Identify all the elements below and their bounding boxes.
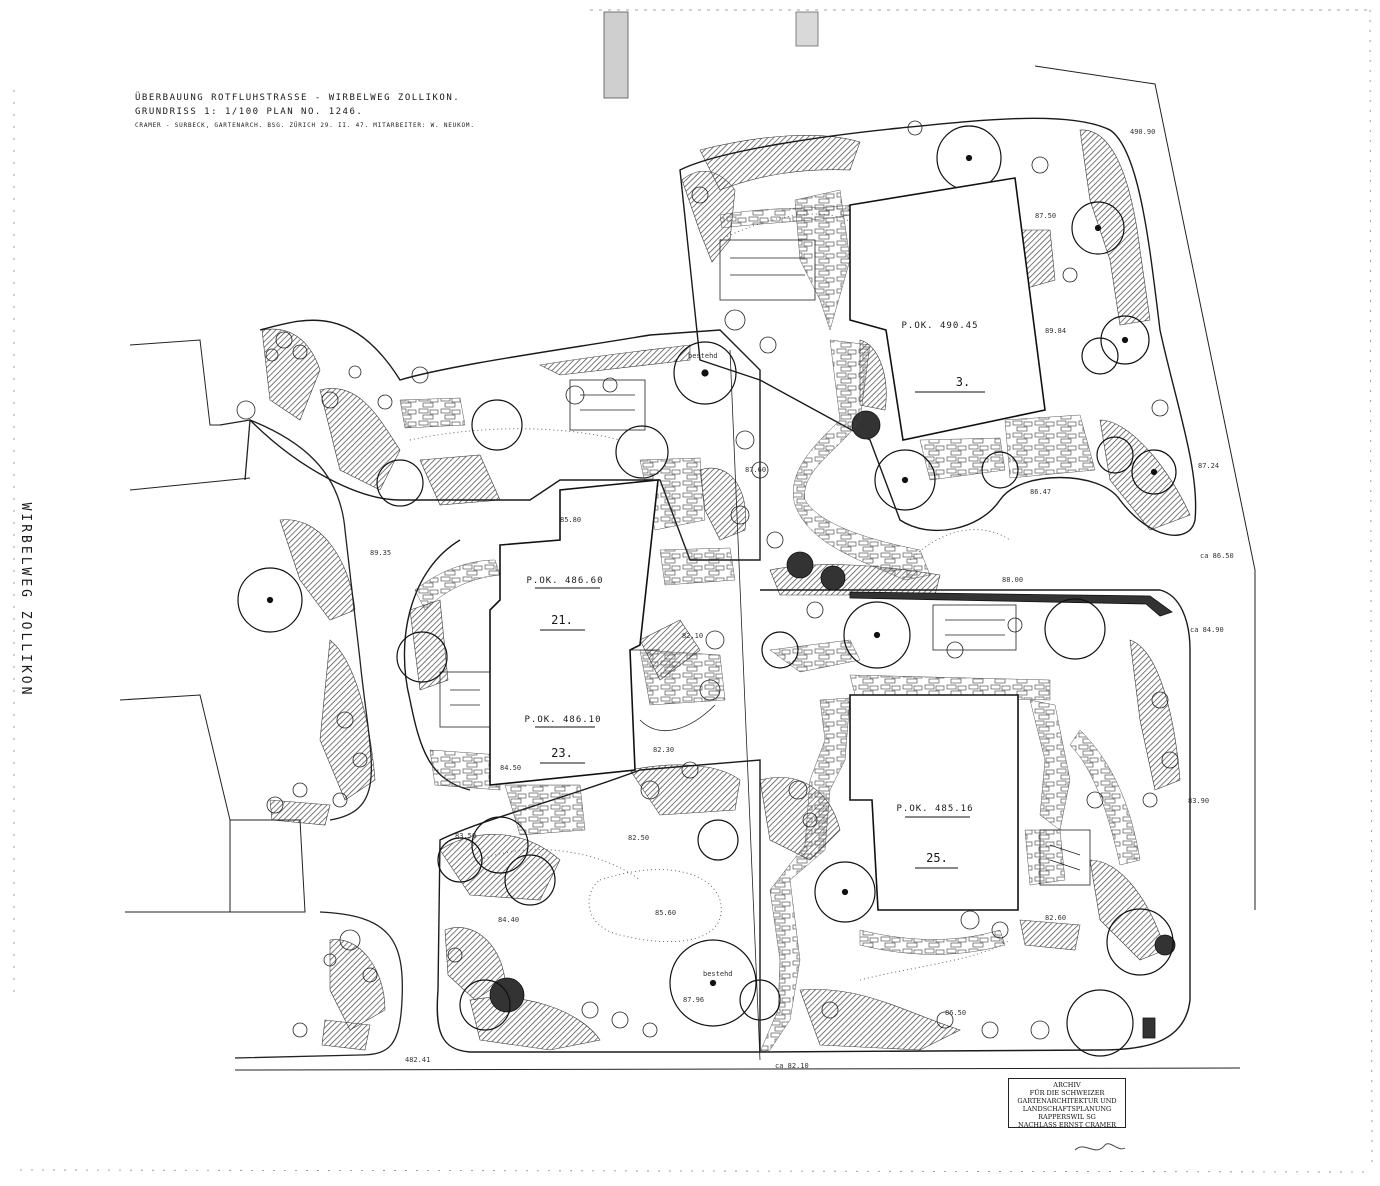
spot-elevation: 87.60 [745,466,766,474]
paper-edges [13,9,1373,1173]
side-label: WIRBELWEG ZOLLIKON [18,503,33,698]
title-line-3: CRAMER - SURBECK, GARTENARCH. BSG. ZÜRIC… [135,122,475,129]
spot-elevation: 83.50 [455,832,476,840]
stamp-line: NACHLASS ERNST CRAMER [1018,1121,1116,1129]
garden-outlines [249,117,1197,1053]
spot-elevation: 82.10 [682,632,703,640]
tree-note-existing-2: bestehd [703,970,733,978]
stamp-line: ARCHIV [1053,1081,1081,1089]
road-outline [219,419,404,1059]
spot-elevations: 490.90 87.50 89.84 87.24 86.47 88.00 89.… [370,128,1219,1017]
right-elevation-2: ca 84.90 [1190,626,1224,634]
spot-elevation: 84.40 [498,916,519,924]
small-trees [236,120,1179,1040]
building-labels: P.OK. 490.45 3. P.OK. 486.60 21. P.OK. 4… [524,321,985,869]
buildings [489,177,1046,911]
tree-note-existing-1: bestehd [688,352,718,360]
signature [1074,1143,1126,1151]
building-25 [849,694,1019,911]
spot-elevation: 85.80 [560,516,581,524]
building-number-25: 25. [926,851,948,865]
spot-elevation: 87.24 [1198,462,1219,470]
pok-label-21: P.OK. 486.60 [526,576,603,586]
spot-elevation: 86.47 [1030,488,1051,496]
corner-elevation: 482.41 [405,1056,430,1064]
spot-elevation: 82.60 [1045,914,1066,922]
stamp-line: LANDSCHAFTSPLANUNG [1022,1105,1112,1113]
stamp-line: FÜR DIE SCHWEIZER [1029,1089,1105,1097]
spot-elevation: 83.90 [1188,797,1209,805]
building-number-3: 3. [956,375,970,389]
building-3 [849,177,1046,441]
stone-paths [399,189,1141,1053]
spot-elevation: 87.50 [1035,212,1056,220]
terraces [439,239,1091,886]
pok-label-3: P.OK. 490.45 [901,321,978,331]
spot-elevation: 85.60 [655,909,676,917]
annotations: bestehd bestehd ca 82.10 482.41 ca 86.50… [405,352,1234,1070]
spot-elevation: 82.30 [653,746,674,754]
road-elevation: ca 82.10 [775,1062,809,1070]
spot-elevation: 89.35 [370,549,391,557]
spot-elevation: 490.90 [1130,128,1155,136]
lawn-edges [409,213,1011,981]
right-elevation-1: ca 86.50 [1200,552,1234,560]
plan-title: ÜBERBAUUNG ROTFLUHSTRASSE - WIRBELWEG ZO… [135,92,475,129]
building-21-23 [489,479,659,786]
stamp-line: RAPPERSWIL SG [1038,1113,1096,1121]
title-line-2: GRUNDRISS 1: 1/100 PLAN NO. 1246. [135,107,363,117]
spot-elevation: 82.50 [628,834,649,842]
spot-elevation: 89.84 [1045,327,1066,335]
archive-stamp: ARCHIV FÜR DIE SCHWEIZER GARTENARCHITEKT… [1008,1078,1126,1129]
property-boundaries [119,65,1256,1071]
pok-label-23: P.OK. 486.10 [524,715,601,725]
building-number-23: 23. [551,746,573,760]
stamp-line: GARTENARCHITEKTUR UND [1017,1097,1117,1105]
title-line-1: ÜBERBAUUNG ROTFLUHSTRASSE - WIRBELWEG ZO… [135,92,460,103]
building-number-21: 21. [551,613,573,627]
spot-elevation: 87.96 [683,996,704,1004]
pok-label-25: P.OK. 485.16 [896,804,973,814]
spot-elevation: 84.50 [500,764,521,772]
spot-elevation: 86.50 [945,1009,966,1017]
spot-elevation: 88.00 [1002,576,1023,584]
